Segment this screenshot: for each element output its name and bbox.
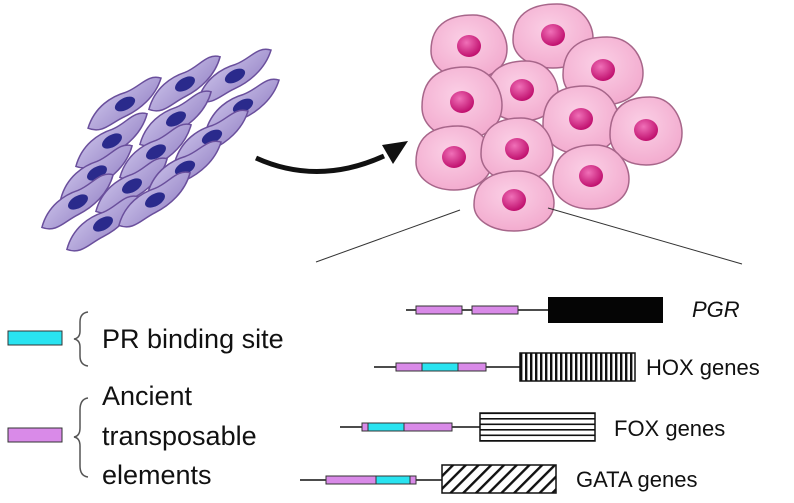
- legend-te-line-1: Ancient: [102, 381, 193, 411]
- gene-gata: [300, 464, 557, 494]
- fibroblast-cell: [40, 173, 115, 230]
- gene-hox: [374, 352, 636, 382]
- label-hox-genes: HOX genes: [646, 355, 760, 380]
- gene-pgr: [406, 297, 663, 323]
- label-fox-genes: FOX genes: [614, 416, 726, 441]
- gene-fox: [340, 412, 596, 442]
- zoom-lines: [315, 207, 743, 265]
- decidual-cell: [430, 14, 508, 80]
- pr-binding-site-swatch: [7, 330, 63, 346]
- label-pgr: PGR: [692, 297, 740, 322]
- fibroblast-cell: [59, 144, 134, 201]
- fibroblast-cell: [87, 76, 162, 131]
- bracket-icon: [73, 311, 89, 478]
- fibroblast-cell: [117, 171, 192, 228]
- decidual-cell: [609, 96, 683, 166]
- fibroblast-cell: [94, 157, 169, 214]
- legend-te-line-2: transposable: [102, 421, 257, 451]
- decidual-cell: [542, 85, 620, 155]
- legend-te-line-3: elements: [102, 460, 212, 490]
- decidual-cell: [473, 170, 555, 232]
- fibroblast-cell: [147, 55, 222, 112]
- decidual-cell: [552, 144, 630, 210]
- fibroblast-cluster: [40, 48, 280, 252]
- label-gata-genes: GATA genes: [576, 467, 698, 492]
- decidual-cell-cluster: [415, 3, 683, 232]
- curved-arrow-icon: [254, 141, 408, 174]
- legend-pr-binding-site: PR binding site: [102, 324, 284, 354]
- transposable-element-swatch: [7, 427, 63, 443]
- decidual-cell: [485, 60, 559, 122]
- fibroblast-cell: [197, 48, 272, 103]
